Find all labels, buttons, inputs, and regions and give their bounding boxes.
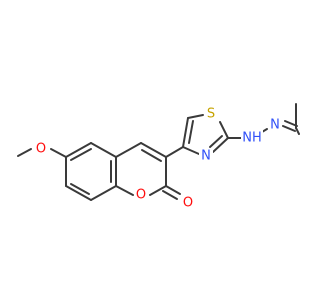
atom-layer: O O O S N NH N: [34, 106, 282, 211]
atom-n-hydrazone: N: [270, 118, 280, 133]
bond-s-t2: [219, 121, 229, 139]
atom-o-methoxy: O: [36, 142, 46, 157]
bond-c4-c3: [140, 142, 167, 158]
bond-t4-t5-inner: [188, 120, 194, 144]
atom-nh-hydrazone: NH: [242, 131, 262, 146]
bond-c2-carbonyl: [165, 185, 181, 195]
bond-c3-thiazole: [165, 146, 184, 158]
bond-methyl-o: [17, 148, 32, 157]
atom-n-thiazole: N: [201, 149, 211, 164]
bond-t5-s: [187, 114, 204, 119]
bond-t2-n3-inner: [209, 135, 223, 148]
bond-c5-c4a: [90, 142, 117, 158]
bond-n3-t4: [182, 146, 200, 155]
atom-o-ring: O: [136, 188, 146, 203]
atom-s-thiazole: S: [207, 107, 215, 122]
bond-t2-n3: [212, 137, 229, 153]
molecule-structure: O O O S N NH N: [17, 103, 300, 211]
bond-c8-c7-inner: [70, 183, 90, 195]
bond-c4-c3-inner: [141, 149, 162, 162]
bond-c8-c7: [65, 185, 92, 201]
bond-t4-t5: [182, 117, 189, 148]
bond-o1-c8a: [115, 185, 134, 196]
bond-c6-c5: [65, 142, 92, 158]
atom-o-carbonyl: O: [183, 196, 193, 211]
bond-c8a-c8: [90, 185, 117, 201]
bond-c4a-c4: [115, 142, 142, 158]
bond-o-c6: [50, 148, 67, 158]
bond-c2-o1: [149, 185, 167, 196]
bond-layer: [17, 103, 300, 201]
bond-c2-carbonyl-2: [162, 190, 178, 200]
bond-c-ethyl: [295, 127, 300, 135]
bond-n-c-double: [282, 125, 296, 132]
bond-c6-c5-inner: [70, 148, 92, 161]
